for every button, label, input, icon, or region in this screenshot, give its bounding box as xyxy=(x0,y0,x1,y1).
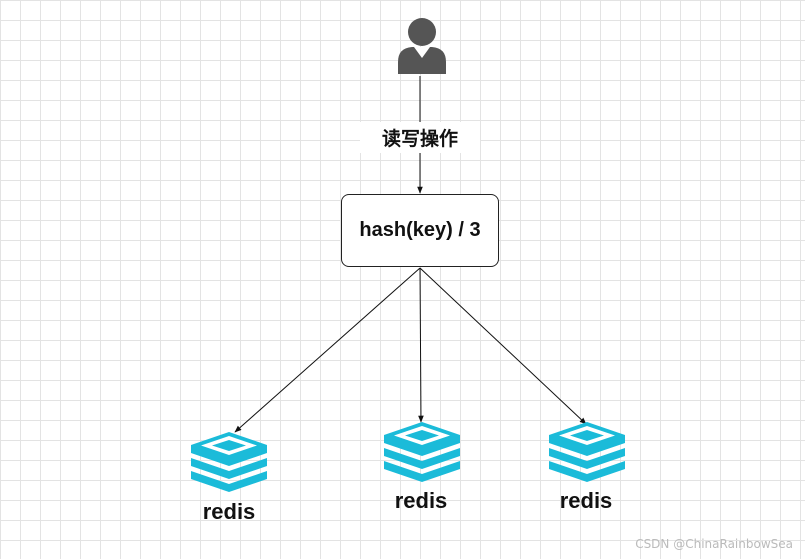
operation-label: 读写操作 xyxy=(360,122,480,153)
redis-icon xyxy=(191,432,267,492)
redis-node-label: redis xyxy=(202,499,256,524)
watermark: CSDN @ChinaRainbowSea xyxy=(635,537,793,551)
user-icon xyxy=(398,18,446,74)
redis-node-label: redis xyxy=(394,488,448,513)
hash-function-label: hash(key) / 3 xyxy=(359,219,481,241)
hash-to-redis-right-arrow xyxy=(419,267,587,425)
redis-icon xyxy=(384,422,460,482)
redis-node-label: redis xyxy=(559,488,613,513)
hash-to-redis-middle-arrow xyxy=(418,267,424,423)
hash-function-box: hash(key) / 3 xyxy=(341,194,499,267)
hash-to-redis-left-arrow xyxy=(234,267,421,433)
redis-icon xyxy=(549,422,625,482)
